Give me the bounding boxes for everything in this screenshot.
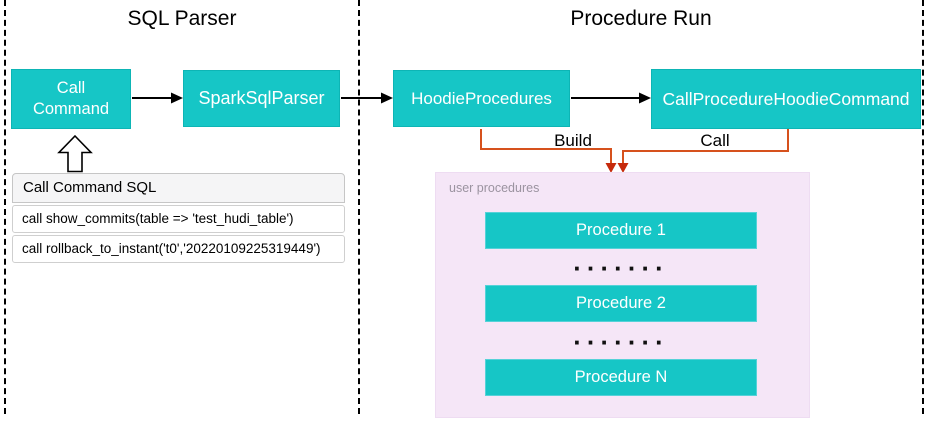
edge-label-call: Call xyxy=(700,131,730,150)
arrow-callcommand-to-sparksqlparser xyxy=(132,92,183,104)
dashed-border-right xyxy=(922,0,924,414)
node-procedure-n-label: Procedure N xyxy=(574,368,668,386)
node-call-command: Call Command xyxy=(11,69,131,129)
node-procedure-2-label: Procedure 2 xyxy=(576,294,666,312)
call-command-sql-panel: Call Command SQL call show_commits(table… xyxy=(12,173,345,263)
node-procedure-n: Procedure N xyxy=(485,359,757,396)
dashed-border-left xyxy=(4,0,6,414)
sql-row-rollback-to-instant: call rollback_to_instant('t0','202201092… xyxy=(12,235,345,263)
node-call-command-label: Call Command xyxy=(32,78,110,118)
sql-panel-header: Call Command SQL xyxy=(12,173,345,203)
node-procedure-2: Procedure 2 xyxy=(485,285,757,322)
edge-label-build: Build xyxy=(554,131,592,150)
node-spark-sql-parser-label: SparkSqlParser xyxy=(198,88,325,108)
hollow-up-arrow xyxy=(57,134,93,173)
node-spark-sql-parser: SparkSqlParser xyxy=(183,70,340,127)
node-hoodie-procedures: HoodieProcedures xyxy=(393,70,570,127)
arrow-hoodieprocedures-to-callprocedure xyxy=(571,92,651,104)
connector-build xyxy=(480,129,617,173)
user-procedures-container: user procedures Procedure 1 ······· Proc… xyxy=(435,172,810,418)
node-procedure-1: Procedure 1 xyxy=(485,212,757,249)
section-title-sql-parser: SQL Parser xyxy=(127,7,237,30)
dashed-border-middle xyxy=(358,0,360,414)
section-title-procedure-run: Procedure Run xyxy=(570,7,712,30)
ellipsis-dots-1: ······· xyxy=(573,253,669,283)
node-hoodie-procedures-label: HoodieProcedures xyxy=(411,88,552,108)
user-procedures-label: user procedures xyxy=(449,181,540,195)
node-procedure-1-label: Procedure 1 xyxy=(576,221,666,239)
ellipsis-dots-2: ······· xyxy=(573,327,669,357)
arrow-sparksqlparser-to-hoodieprocedures xyxy=(341,92,393,104)
node-call-procedure-hoodie-command: CallProcedureHoodieCommand xyxy=(651,69,921,129)
sql-row-show-commits: call show_commits(table => 'test_hudi_ta… xyxy=(12,205,345,233)
node-call-procedure-hoodie-command-label: CallProcedureHoodieCommand xyxy=(662,88,910,109)
